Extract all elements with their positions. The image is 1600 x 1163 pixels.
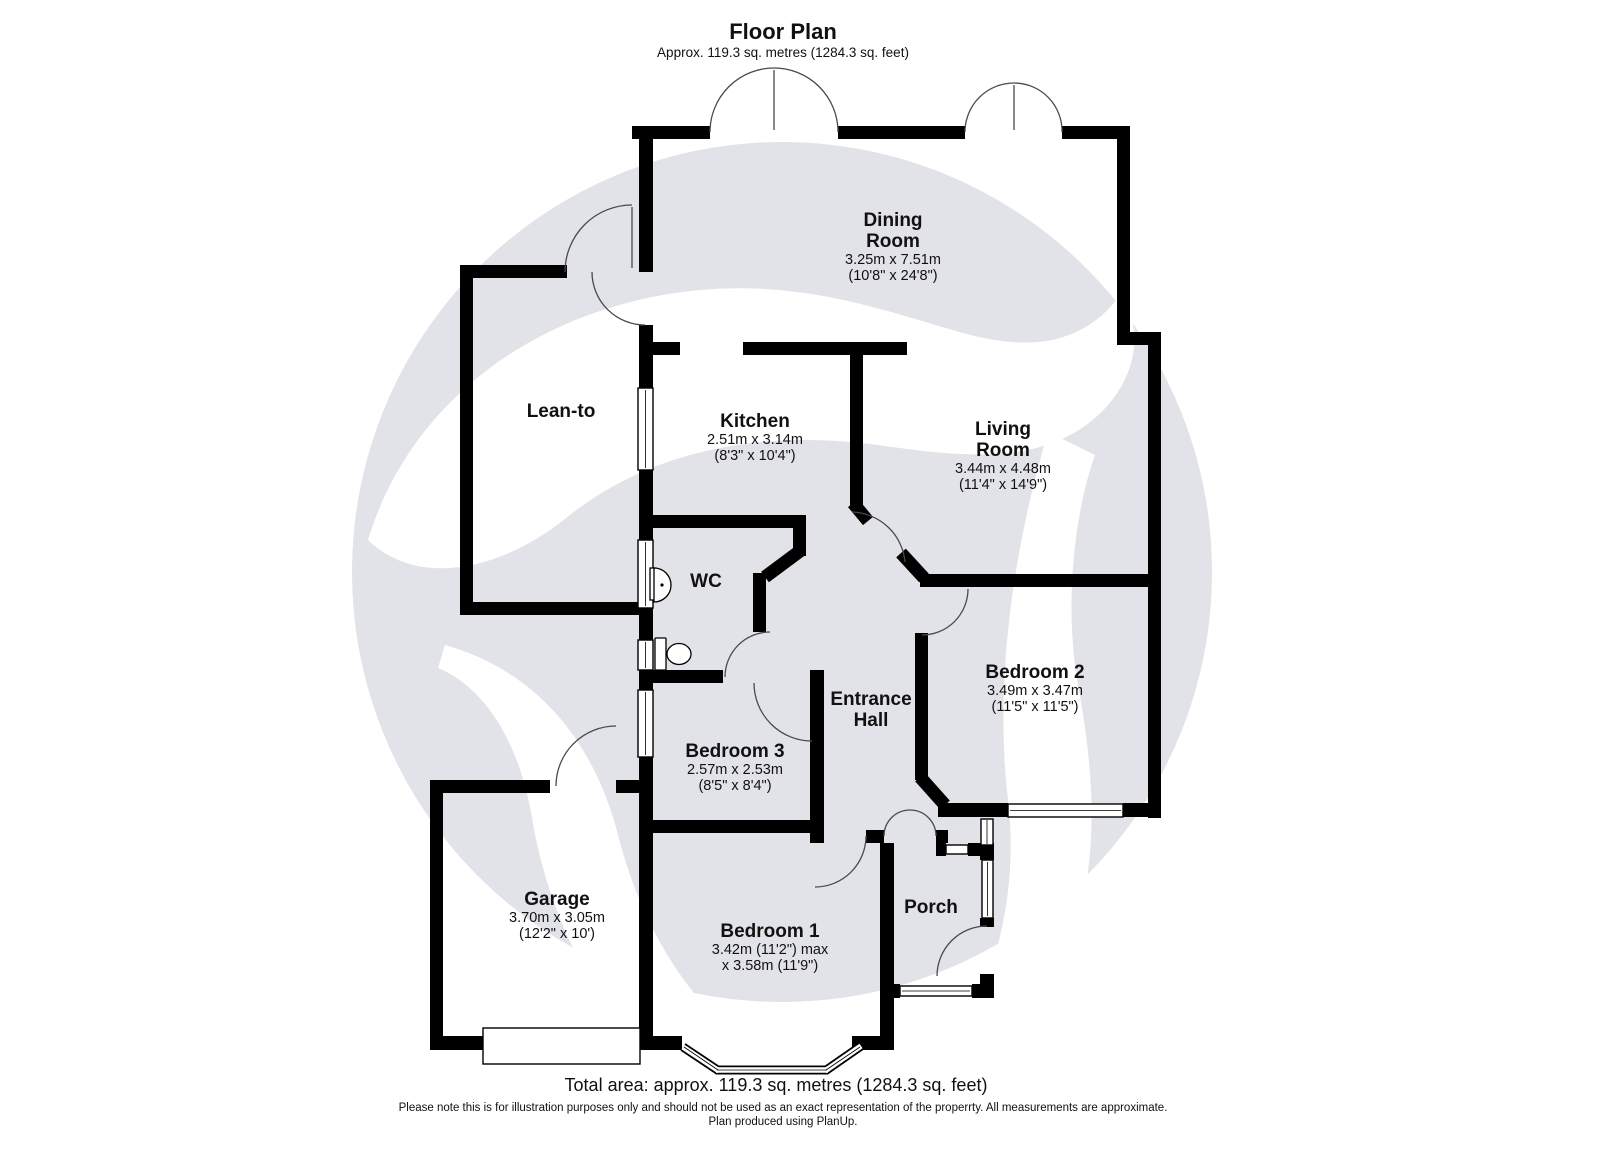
toilet-icon xyxy=(654,637,692,671)
walls xyxy=(430,126,1161,1050)
planup-watermark-logo xyxy=(352,142,1212,1090)
bay-window xyxy=(680,1042,864,1075)
credit-text: Plan produced using PlanUp. xyxy=(708,1116,858,1128)
disclaimer-text: Please note this is for illustration pur… xyxy=(398,1102,1168,1114)
page-subtitle: Approx. 119.3 sq. metres (1284.3 sq. fee… xyxy=(657,45,909,60)
total-area-text: Total area: approx. 119.3 sq. metres (12… xyxy=(564,1075,988,1095)
sink-icon xyxy=(649,567,672,603)
page-title: Floor Plan xyxy=(729,19,837,44)
door-arcs xyxy=(555,67,1063,977)
windows xyxy=(637,387,1124,997)
garage-door xyxy=(482,1027,641,1065)
